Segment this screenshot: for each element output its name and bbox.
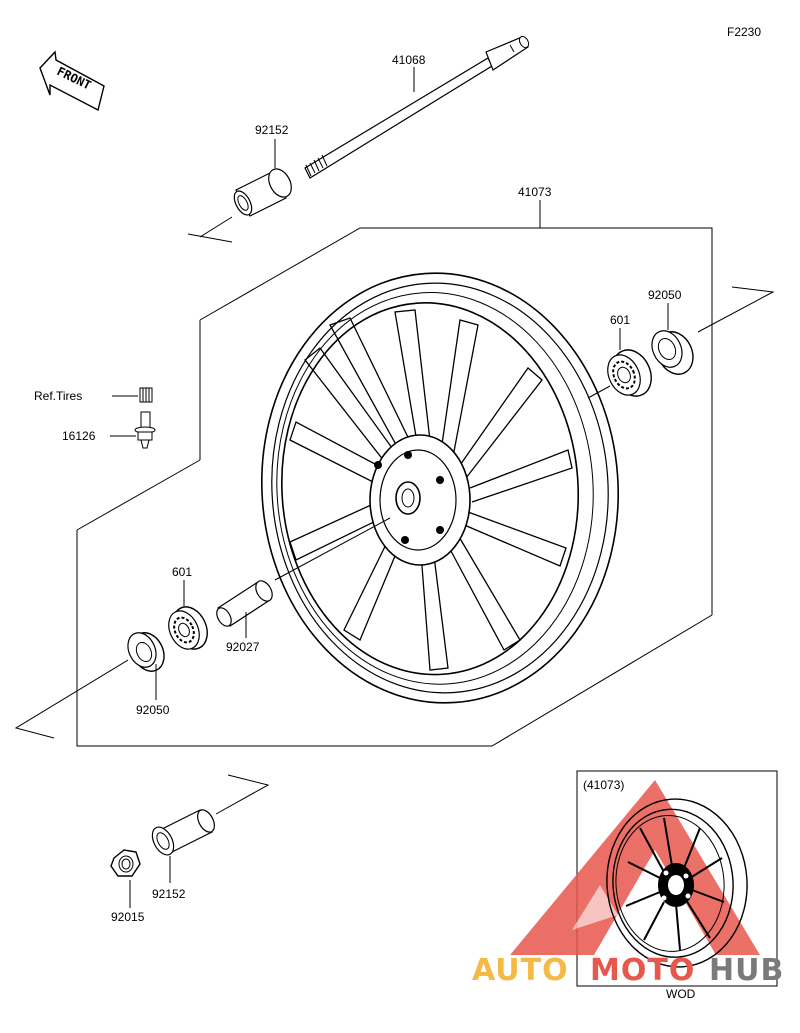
- label-bearing-right: 601: [610, 313, 630, 327]
- label-axle: 41068: [392, 53, 426, 67]
- valve-part: [134, 411, 156, 449]
- spacer-part: [216, 580, 273, 627]
- inset-wheel-hub: [658, 863, 694, 907]
- label-nut: 92015: [111, 910, 145, 924]
- label-collar-bottom: 92152: [152, 887, 186, 901]
- label-valve: 16126: [62, 429, 96, 443]
- wheel-hub: [369, 434, 471, 566]
- inset-wheel-spokes: [625, 817, 725, 951]
- label-seal-right: 92050: [648, 288, 682, 302]
- label-bearing-left: 601: [172, 565, 192, 579]
- watermark-text: AUTO MOTO HUB: [472, 953, 784, 988]
- wheel-group-outline: [199, 227, 713, 615]
- label-spacer: 92027: [226, 640, 260, 654]
- inset-title: (41073): [583, 778, 624, 792]
- label-wheel: 41073: [518, 185, 552, 199]
- seal-left-part: [127, 632, 165, 672]
- axle-shaft: [304, 35, 530, 179]
- seal-right-part: [651, 330, 694, 375]
- watermark-hub: HUB: [709, 953, 784, 988]
- bearing-left-part: [168, 606, 208, 650]
- bearing-right-part: [607, 349, 652, 397]
- wheel-spokes: [289, 309, 573, 671]
- label-valve-cap: Ref.Tires: [34, 389, 82, 403]
- label-seal-left: 92050: [136, 703, 170, 717]
- nut-part: [110, 849, 141, 877]
- watermark-moto: MOTO: [590, 953, 695, 988]
- collar-bottom-part: [151, 809, 215, 856]
- watermark-auto: AUTO: [472, 953, 569, 988]
- diagram-code: F2230: [727, 25, 761, 39]
- watermark-logo: [510, 780, 760, 955]
- inset-wheel: [606, 798, 748, 968]
- front-arrow-icon: FRONT: [39, 50, 105, 112]
- collar-top-part: [233, 168, 292, 217]
- inset-caption: WOD: [666, 987, 696, 1001]
- label-collar-top: 92152: [255, 123, 289, 137]
- valve-cap-part: [139, 387, 153, 403]
